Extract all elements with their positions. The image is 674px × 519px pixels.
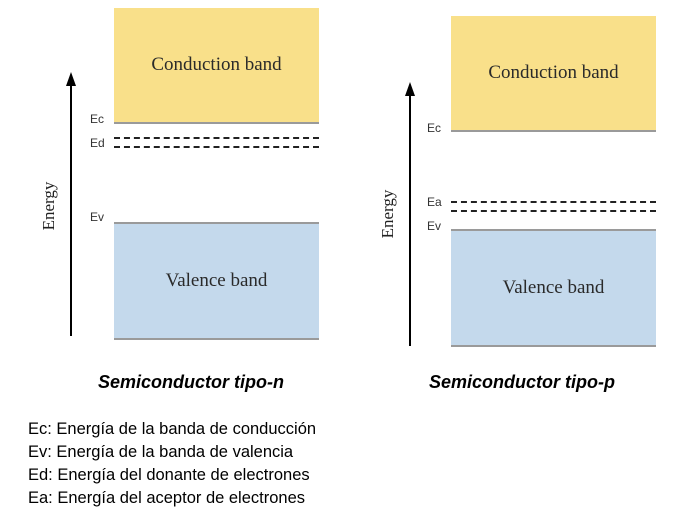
donor-level-line-2 bbox=[114, 146, 319, 148]
acceptor-level-line-2 bbox=[451, 210, 656, 212]
conduction-band: Conduction band bbox=[114, 8, 319, 124]
p-type-diagram: Energy Conduction band Ec Ea Ev Valence … bbox=[337, 0, 674, 380]
valence-band: Valence band bbox=[114, 222, 319, 340]
conduction-band-label: Conduction band bbox=[488, 62, 619, 83]
caption-n-type: Semiconductor tipo-n bbox=[98, 372, 284, 392]
energy-axis-arrowhead bbox=[405, 82, 415, 96]
donor-level-line-1 bbox=[114, 137, 319, 139]
ev-label: Ev bbox=[90, 210, 105, 224]
ev-label: Ev bbox=[427, 219, 442, 233]
energy-axis-label: Energy bbox=[378, 189, 397, 239]
valence-band: Valence band bbox=[451, 229, 656, 347]
energy-axis-label: Energy bbox=[39, 181, 58, 231]
ea-label: Ea bbox=[427, 195, 442, 209]
energy-axis-arrowhead bbox=[66, 72, 76, 86]
legend-item-ea: Ea: Energía del aceptor de electrones bbox=[28, 489, 306, 507]
n-type-diagram: Energy Conduction band Ec Ed Ev Valence … bbox=[0, 0, 337, 380]
energy-axis-arrow bbox=[409, 94, 411, 346]
energy-axis-arrow bbox=[70, 84, 72, 336]
caption-p-type: Semiconductor tipo-p bbox=[429, 372, 615, 392]
ec-label: Ec bbox=[427, 121, 442, 135]
valence-band-label: Valence band bbox=[502, 277, 605, 298]
conduction-band-label: Conduction band bbox=[151, 54, 282, 75]
ec-label: Ec bbox=[90, 112, 105, 126]
legend-item-ec: Ec: Energía de la banda de conducción bbox=[28, 420, 317, 438]
legend: Ec: Energía de la banda de conducción Ev… bbox=[28, 418, 316, 510]
conduction-band: Conduction band bbox=[451, 16, 656, 132]
legend-item-ev: Ev: Energía de la banda de valencia bbox=[28, 443, 294, 461]
acceptor-level-line-1 bbox=[451, 201, 656, 203]
valence-band-label: Valence band bbox=[165, 270, 268, 291]
ed-label: Ed bbox=[90, 136, 105, 150]
legend-item-ed: Ed: Energía del donante de electrones bbox=[28, 466, 310, 484]
